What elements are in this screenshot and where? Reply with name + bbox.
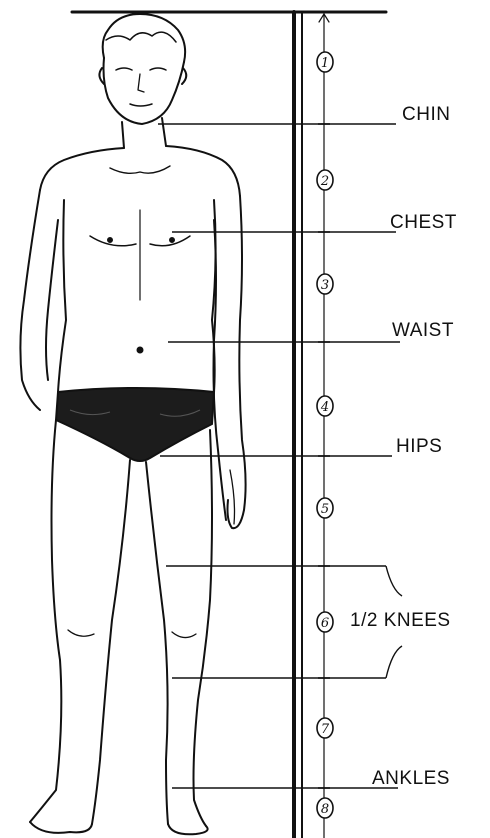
foot-right [168,824,208,834]
foot-left [30,822,92,833]
chin-label: CHIN [402,104,450,126]
head-count-number: 3 [321,278,329,293]
hips-label: HIPS [396,436,442,458]
shoulder-right [166,146,240,196]
torso-left [58,200,66,392]
chest-label: CHEST [390,212,457,234]
head [99,14,186,124]
leg-left-inner [92,460,130,824]
knees-label: 1/2 KNEES [350,610,451,632]
neck-right [162,118,166,146]
ankles-label: ANKLES [372,768,450,790]
neck-left [122,122,124,148]
arm-left-inner [46,220,58,380]
head-count-number: 6 [321,616,329,631]
leg-right-outer [194,430,213,826]
briefs [56,388,214,461]
head-count-number: 7 [321,722,330,737]
head-count-number: 4 [320,400,329,415]
arm-right-outer [228,196,246,528]
head-count-number: 8 [321,802,329,817]
arm-left-outer [20,190,40,410]
leg-right-inner [146,462,168,824]
head-count-number: 5 [321,502,329,517]
waist-label: WAIST [392,320,454,342]
head-count-number: 2 [320,174,329,189]
leg-left-outer [30,420,61,822]
head-count-number: 1 [321,56,329,71]
